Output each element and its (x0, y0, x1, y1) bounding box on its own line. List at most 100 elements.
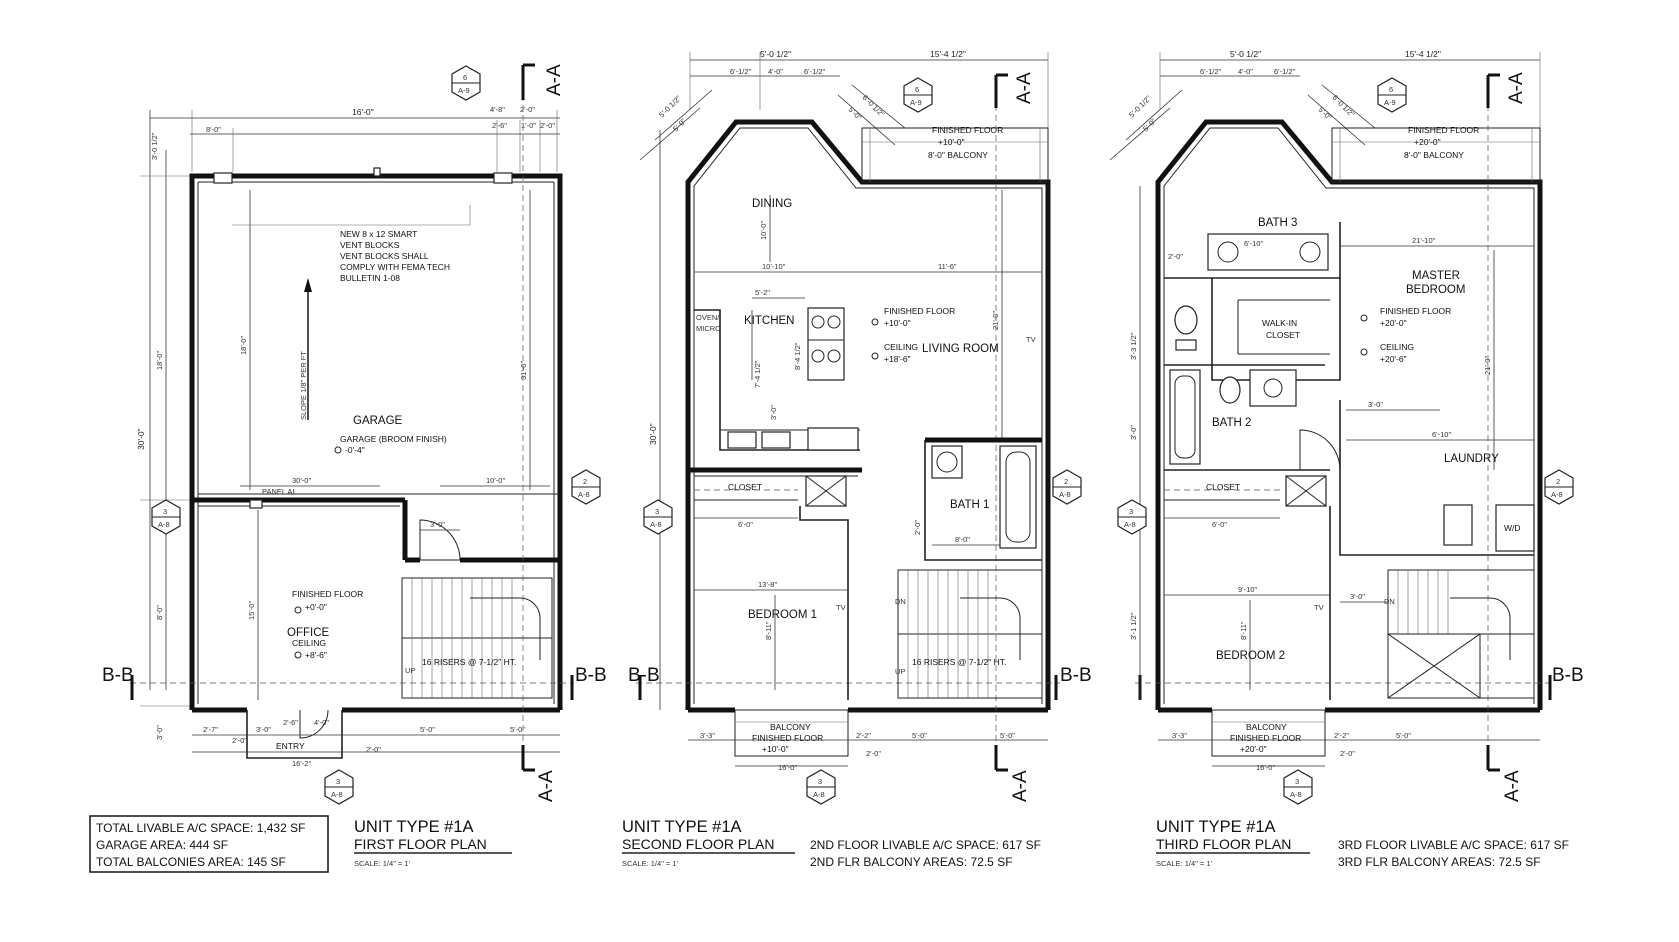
f2-dim-w-1010: 10'-10" (762, 262, 786, 271)
f2-tv-label: TV (1026, 335, 1036, 344)
f3-walkin-1: WALK-IN (1262, 318, 1297, 328)
f2-bal-ff: FINISHED FLOOR (752, 733, 823, 743)
f3-dim-hall-3: 3'-0" (1368, 400, 1383, 409)
f1-dim-left-lower: 8'-0" (155, 605, 164, 620)
f1-room-entry: ENTRY (276, 741, 305, 751)
f1-dim-mid-10: 10'-0" (486, 476, 505, 485)
f1-elev-marker-icon-3 (294, 651, 302, 659)
f3-marker-3: 3 A-8 (1117, 499, 1147, 535)
f2-up-label: UP (895, 667, 905, 676)
f3-bal-ff: FINISHED FLOOR (1230, 733, 1301, 743)
f1-dim-bot-2: 3'-0" (256, 725, 271, 734)
f2-dim-bot-2: 5'-0" (1000, 731, 1015, 740)
f2-room-bath: BATH 1 (950, 499, 989, 511)
f1-elev-marker-icon-2 (294, 606, 302, 614)
svg-text:A-8: A-8 (650, 520, 662, 529)
f2-dim-top-c: 6'-1/2" (730, 67, 752, 76)
f1-vent-note-line1: NEW 8 x 12 SMART (340, 229, 417, 239)
f3-dim-bot-2: 2'-2" (1334, 731, 1349, 740)
f1-dim-bot-6: 5'-0" (510, 725, 525, 734)
f2-dim-bed-w: 13'-8" (758, 580, 777, 589)
f3-unit-title: UNIT TYPE #1A (1156, 818, 1276, 836)
f3-dim-top-b: 15'-4 1/2" (1405, 49, 1441, 59)
f2-area-balcony: 2ND FLR BALCONY AREAS: 72.5 SF (810, 855, 1013, 869)
f3-dim-top-c: 6'-1/2" (1200, 67, 1222, 76)
f3-dim-laundry-w: 6'-10" (1432, 430, 1451, 439)
f1-marker-3: 3 A-8 (151, 499, 181, 535)
svg-text:3: 3 (336, 777, 340, 786)
f2-scale: SCALE: 1/4" = 1' (622, 859, 679, 868)
f2-tv2-label: TV (836, 603, 846, 612)
f3-area-livable: 3RD FLOOR LIVABLE A/C SPACE: 617 SF (1338, 838, 1569, 852)
f2-top-ff: FINISHED FLOOR (932, 125, 1003, 135)
svg-text:6: 6 (1389, 85, 1393, 94)
f1-room-office: OFFICE (287, 627, 329, 639)
svg-text:A-8: A-8 (1059, 490, 1071, 499)
f2-finished-floor: FINISHED FLOOR (884, 306, 955, 316)
f3-marker-6: 6 A-9 (1377, 77, 1407, 113)
f3-dim-closet-w: 6'-0" (1212, 520, 1227, 529)
summary-garage-area: GARAGE AREA: 444 SF (96, 838, 228, 852)
svg-text:A-8: A-8 (1124, 520, 1136, 529)
f3-dim-diag-d: 5'-0" (1317, 105, 1334, 122)
f2-dim-bed-h: 8'-11" (764, 621, 773, 640)
f3-top-ff: FINISHED FLOOR (1408, 125, 1479, 135)
f2-section-aa-bottom: A-A (1010, 770, 1031, 802)
f3-dim-left-d: 3'-1 1/2" (1129, 612, 1138, 640)
f3-toilet-icon (1174, 305, 1198, 335)
f1-finished-floor: FINISHED FLOOR (292, 589, 363, 599)
f3-dim-bot-4: 16'-0" (1256, 763, 1275, 772)
f3-room-master-2: BEDROOM (1406, 284, 1465, 296)
f1-dim-left-top: 3'-0 1/2" (150, 132, 159, 160)
f1-dim-left-bottom: 3'-0" (155, 725, 164, 740)
f3-bottom-balcony: BALCONY FINISHED FLOOR +20'-0" (1211, 709, 1326, 757)
f3-dim-bot-1: 3'-3" (1172, 731, 1187, 740)
f2-oven-label: OVEN/ (696, 313, 720, 322)
f2-dim-bath-w: 8'-0" (955, 535, 970, 544)
f1-section-aa-top: A-A (544, 64, 565, 96)
f1-up-label: UP (405, 666, 415, 675)
svg-text:3: 3 (655, 507, 659, 516)
svg-text:A-9: A-9 (458, 86, 470, 95)
f2-bal-ff-level: +10'-0" (762, 744, 789, 754)
f2-dim-top-b: 15'-4 1/2" (930, 49, 966, 59)
f3-dim-top-d: 4'-0" (1238, 67, 1253, 76)
f2-dim-diag-a: 5'-0 1/2" (657, 93, 683, 119)
f3-marker-2: 2 A-8 (1544, 469, 1574, 505)
f1-unit-title: UNIT TYPE #1A (354, 818, 474, 836)
f2-marker-3-bottom: 3 A-8 (806, 769, 836, 805)
f1-dim-top-r5: 2'-0" (540, 121, 555, 130)
area-summary-box: TOTAL LIVABLE A/C SPACE: 1,432 SF GARAGE… (89, 815, 329, 873)
f1-dim-top-left: 8'-0" (206, 125, 221, 134)
f3-stair: DN (1384, 569, 1535, 699)
f2-dim-bot-4: 5'-0" (912, 731, 927, 740)
f3-dim-right-21: 21'-0" (1483, 356, 1492, 375)
f2-top-balcony-label: 8'-0" BALCONY (928, 150, 988, 160)
f3-dim-left-b: 3'-3 1/2" (1129, 332, 1138, 360)
f1-dim-top-r2: 2'-0" (520, 105, 535, 114)
f2-dim-closet-w: 6'-0" (738, 520, 753, 529)
f1-ff-level: +0'-0" (305, 602, 327, 612)
f3-room-master-1: MASTER (1412, 270, 1460, 282)
f3-dim-bot-3: 5'-0" (1396, 731, 1411, 740)
f3-bal-ff-level: +20'-0" (1240, 744, 1267, 754)
f1-section-bb-left: B-B (102, 665, 134, 686)
f3-section-aa-bottom: A-A (1502, 770, 1523, 802)
f2-marker-3: 3 A-8 (643, 499, 673, 535)
f3-top-balcony: FINISHED FLOOR +20'-0" 8'-0" BALCONY (1331, 125, 1541, 183)
f2-section-aa-top: A-A (1014, 72, 1035, 104)
f3-dim-bed-h: 8'-11" (1239, 621, 1248, 640)
f2-dim-k-h: 8'-4 1/2" (793, 342, 802, 370)
f2-dim-bot-5: 16'-0" (778, 763, 797, 772)
f1-vent-note-line4: COMPLY WITH FEMA TECH (340, 262, 450, 272)
f1-room-garage: GARAGE (353, 415, 403, 427)
f1-vent-note-line5: BULLETIN 1-08 (340, 273, 400, 283)
f2-dim-top-a: 5'-0 1/2" (760, 49, 791, 59)
f3-ff-level: +20'-0" (1380, 318, 1407, 328)
f3-dim-top-a: 5'-0 1/2" (1230, 49, 1261, 59)
svg-text:3: 3 (1129, 507, 1133, 516)
f3-tv-label: TV (1314, 603, 1324, 612)
f1-dim-left-upper: 18'-0" (155, 351, 164, 370)
f2-ceiling: CEILING (884, 342, 918, 352)
